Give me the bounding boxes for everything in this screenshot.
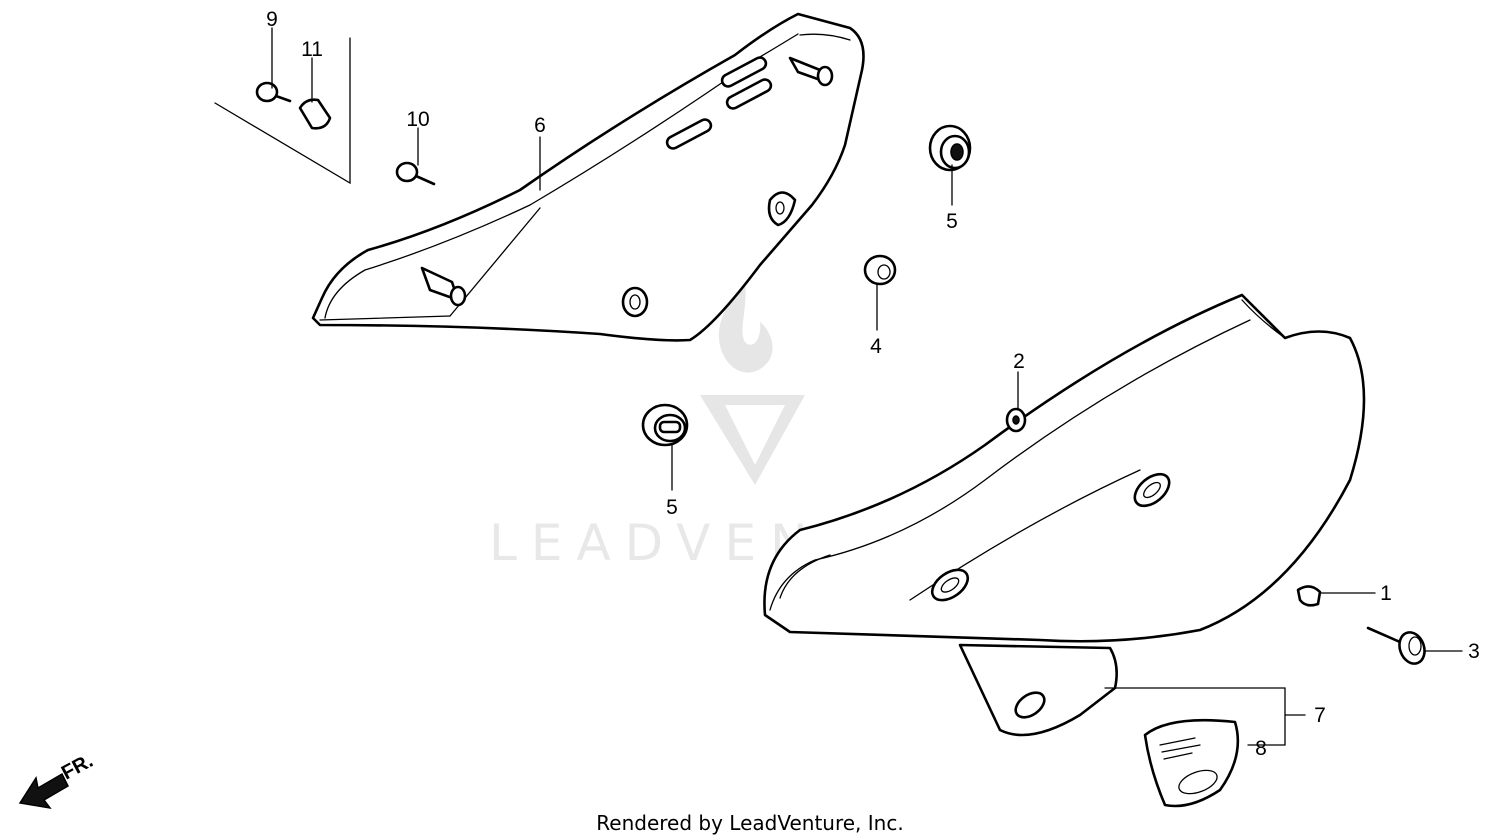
bolt-10 xyxy=(395,161,436,186)
front-direction-indicator: FR. xyxy=(18,750,97,810)
grommet-5-upper xyxy=(928,124,972,172)
callout-11: 11 xyxy=(301,38,323,61)
leader-lines xyxy=(271,27,1463,746)
footer-credit: Rendered by LeadVenture, Inc. xyxy=(596,811,903,835)
callout-5-upper: 5 xyxy=(946,210,958,233)
grommet-5-lower xyxy=(641,403,689,447)
right-side-cover xyxy=(763,293,1366,737)
callout-9: 9 xyxy=(266,8,278,31)
watermark-v-icon xyxy=(700,395,805,485)
callout-3: 3 xyxy=(1468,640,1480,663)
callout-8: 8 xyxy=(1255,737,1267,760)
left-side-cover xyxy=(311,12,865,342)
callout-7: 7 xyxy=(1314,704,1326,727)
screw-3 xyxy=(1366,626,1426,665)
callout-6: 6 xyxy=(534,114,546,137)
front-arrow-icon xyxy=(18,772,69,810)
nut-2 xyxy=(1005,407,1027,433)
callout-1: 1 xyxy=(1380,582,1392,605)
emblem-label xyxy=(1143,718,1240,808)
callouts: 9 11 10 6 5 4 2 5 1 3 7 8 xyxy=(266,8,1480,760)
callout-2: 2 xyxy=(1013,350,1025,373)
collar-4 xyxy=(863,254,897,286)
bolt-9 xyxy=(255,81,292,103)
callout-4: 4 xyxy=(870,335,882,358)
watermark-flame-icon xyxy=(718,282,773,373)
callout-5-lower: 5 xyxy=(666,496,678,519)
callout-10: 10 xyxy=(406,108,429,131)
bolt-1 xyxy=(1296,585,1322,607)
collar-11 xyxy=(298,98,332,130)
